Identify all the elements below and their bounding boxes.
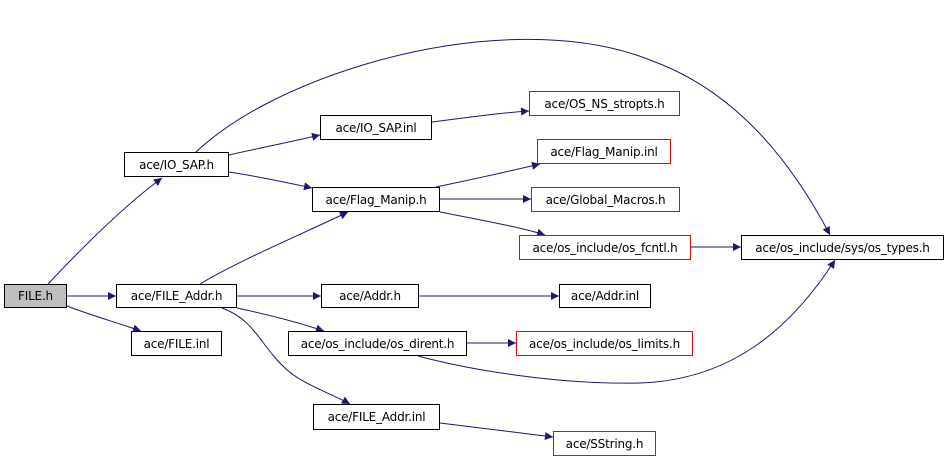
node-label: ace/IO_SAP.h bbox=[139, 157, 214, 172]
node-file-inl[interactable]: ace/FILE.inl bbox=[131, 331, 222, 356]
node-os-types-h[interactable]: ace/os_include/sys/os_types.h bbox=[741, 235, 944, 260]
edge-os-dirent-h-to-os-types-h bbox=[417, 259, 836, 384]
node-label: ace/Flag_Manip.h bbox=[325, 192, 427, 207]
edge-file-h-to-file-inl bbox=[66, 305, 142, 333]
node-label: ace/Global_Macros.h bbox=[545, 192, 666, 207]
edge-flag-manip-h-to-flag-manip-inl bbox=[435, 161, 541, 188]
node-label: ace/SString.h bbox=[565, 436, 644, 451]
node-flag-manip-inl[interactable]: ace/Flag_Manip.inl bbox=[537, 139, 671, 164]
node-flag-manip-h[interactable]: ace/Flag_Manip.h bbox=[312, 187, 440, 212]
edge-file-addr-h-to-file-addr-inl bbox=[221, 307, 351, 405]
node-label: ace/os_include/os_fcntl.h bbox=[532, 240, 678, 255]
node-os-dirent-h[interactable]: ace/os_include/os_dirent.h bbox=[288, 331, 467, 356]
node-sstring-h[interactable]: ace/SString.h bbox=[553, 431, 656, 456]
edge-io-sap-h-to-io-sap-inl bbox=[228, 132, 321, 156]
edge-io-sap-inl-to-os-ns-stropts-h bbox=[431, 107, 530, 123]
edge-io-sap-h-to-flag-manip-h bbox=[228, 171, 313, 191]
edge-file-h-to-io-sap-h bbox=[47, 177, 163, 285]
node-label: ace/Addr.inl bbox=[570, 289, 640, 303]
node-global-macros-h[interactable]: ace/Global_Macros.h bbox=[531, 187, 680, 212]
edge-flag-manip-h-to-os-fcntl-h bbox=[439, 211, 546, 237]
node-label: ace/Flag_Manip.inl bbox=[550, 144, 658, 159]
node-os-fcntl-h[interactable]: ace/os_include/os_fcntl.h bbox=[519, 235, 691, 260]
edge-io-sap-h-to-os-types-h bbox=[195, 38, 831, 236]
node-label: ace/FILE_Addr.inl bbox=[327, 410, 426, 424]
node-io-sap-h[interactable]: ace/IO_SAP.h bbox=[124, 152, 229, 177]
node-label: ace/OS_NS_stropts.h bbox=[544, 96, 665, 111]
node-os-ns-stropts-h[interactable]: ace/OS_NS_stropts.h bbox=[529, 91, 680, 116]
node-label: ace/os_include/sys/os_types.h bbox=[755, 240, 930, 255]
node-os-limits-h[interactable]: ace/os_include/os_limits.h bbox=[516, 331, 693, 356]
node-file-h: FILE.h bbox=[4, 284, 67, 308]
node-addr-inl[interactable]: ace/Addr.inl bbox=[559, 284, 651, 308]
node-addr-h[interactable]: ace/Addr.h bbox=[321, 284, 419, 308]
edge-file-addr-h-to-os-dirent-h bbox=[236, 307, 325, 333]
node-label: ace/IO_SAP.inl bbox=[335, 120, 417, 135]
node-label: ace/os_include/os_dirent.h bbox=[300, 336, 455, 351]
node-label: ace/Addr.h bbox=[339, 289, 401, 303]
edge-file-addr-inl-to-sstring-h bbox=[439, 422, 554, 441]
node-io-sap-inl[interactable]: ace/IO_SAP.inl bbox=[320, 115, 432, 140]
node-file-addr-inl[interactable]: ace/FILE_Addr.inl bbox=[313, 404, 440, 430]
node-label: FILE.h bbox=[18, 289, 53, 303]
node-label: ace/FILE_Addr.h bbox=[130, 289, 223, 303]
edge-file-addr-h-to-flag-manip-h bbox=[199, 211, 349, 285]
node-label: ace/os_include/os_limits.h bbox=[529, 336, 680, 351]
node-label: ace/FILE.inl bbox=[143, 336, 210, 351]
node-file-addr-h[interactable]: ace/FILE_Addr.h bbox=[116, 284, 237, 308]
